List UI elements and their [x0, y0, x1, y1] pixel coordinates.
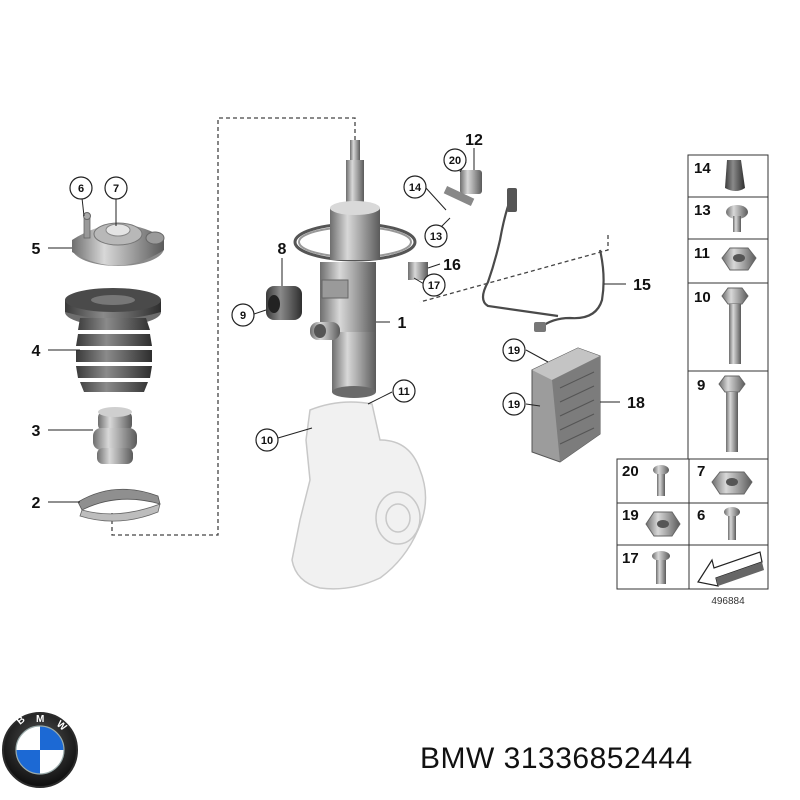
callout-19-bottom: 19 [508, 399, 520, 411]
caption-part-number: 31336852444 [503, 742, 693, 775]
diagram-number: 496884 [711, 596, 745, 607]
callouts: 5 4 3 2 8 1 12 16 15 18 6 7 9 11 10 20 1… [32, 132, 651, 512]
control-module-part [531, 347, 601, 463]
small-bolt-6-icon [724, 507, 740, 517]
cable-connector [507, 188, 517, 212]
strut-mount-part [72, 212, 165, 266]
bellows-part [65, 288, 161, 392]
legend-label-7: 7 [697, 463, 705, 480]
sensor-bracket-part [408, 170, 482, 280]
spring-pad-part [77, 488, 161, 522]
long-bolt-9-icon [718, 375, 746, 393]
callout-16: 16 [443, 257, 461, 274]
legend-label-6: 6 [697, 507, 705, 524]
callout-13: 13 [430, 231, 442, 243]
legend-label-10: 10 [694, 289, 711, 306]
assembly-dashed-lines [111, 117, 609, 536]
legend-cell-20 [616, 458, 690, 504]
bmw-logo: B M W [2, 712, 78, 788]
legend-label-9: 9 [697, 377, 705, 394]
legend-label-19: 19 [622, 507, 639, 524]
legend-label-20: 20 [622, 463, 639, 480]
callout-6: 6 [78, 183, 84, 195]
stabilizer-mount-part [266, 286, 302, 320]
bump-stop-part [93, 407, 137, 464]
callout-20: 20 [449, 155, 461, 167]
callout-8: 8 [278, 241, 287, 258]
callout-12: 12 [465, 132, 483, 149]
callout-14: 14 [409, 182, 422, 194]
svg-text:M: M [36, 714, 44, 725]
small-bolt-17-icon [652, 551, 670, 561]
callout-17: 17 [428, 280, 440, 292]
callout-3: 3 [32, 423, 41, 440]
callout-1: 1 [398, 315, 407, 332]
legend-label-11: 11 [694, 245, 710, 262]
callout-2: 2 [32, 495, 41, 512]
pan-screw-icon [726, 205, 748, 219]
sensor-cable-part [481, 194, 605, 329]
part-caption: BMW 31336852444 [420, 742, 693, 776]
legend-label-17: 17 [622, 550, 639, 567]
cable-clip [534, 322, 546, 332]
center-leaders [253, 258, 393, 439]
direction-arrow-icon [697, 551, 764, 587]
wheel-carrier-ghost [291, 401, 427, 590]
fastener-legend [616, 154, 769, 590]
callout-4: 4 [32, 343, 41, 360]
caption-brand: BMW [420, 742, 495, 775]
rubber-cap-icon [725, 160, 745, 191]
legend-hardware [645, 160, 764, 587]
callout-9: 9 [240, 310, 246, 322]
callout-11: 11 [398, 386, 410, 398]
long-bolt-10-icon [721, 287, 749, 305]
callout-10: 10 [261, 435, 273, 447]
small-bolt-20-icon [653, 465, 669, 475]
callout-7: 7 [113, 183, 119, 195]
legend-labels: 14 13 11 10 9 20 7 19 6 17 [622, 160, 711, 567]
callout-15: 15 [633, 277, 651, 294]
shock-absorber-strut-part [293, 140, 417, 398]
callout-19-top: 19 [508, 345, 520, 357]
legend-cell-17 [616, 544, 690, 590]
callout-5: 5 [32, 241, 41, 258]
left-leaders [48, 197, 117, 503]
legend-label-14: 14 [694, 160, 711, 177]
legend-label-13: 13 [694, 202, 711, 219]
callout-18: 18 [627, 395, 645, 412]
